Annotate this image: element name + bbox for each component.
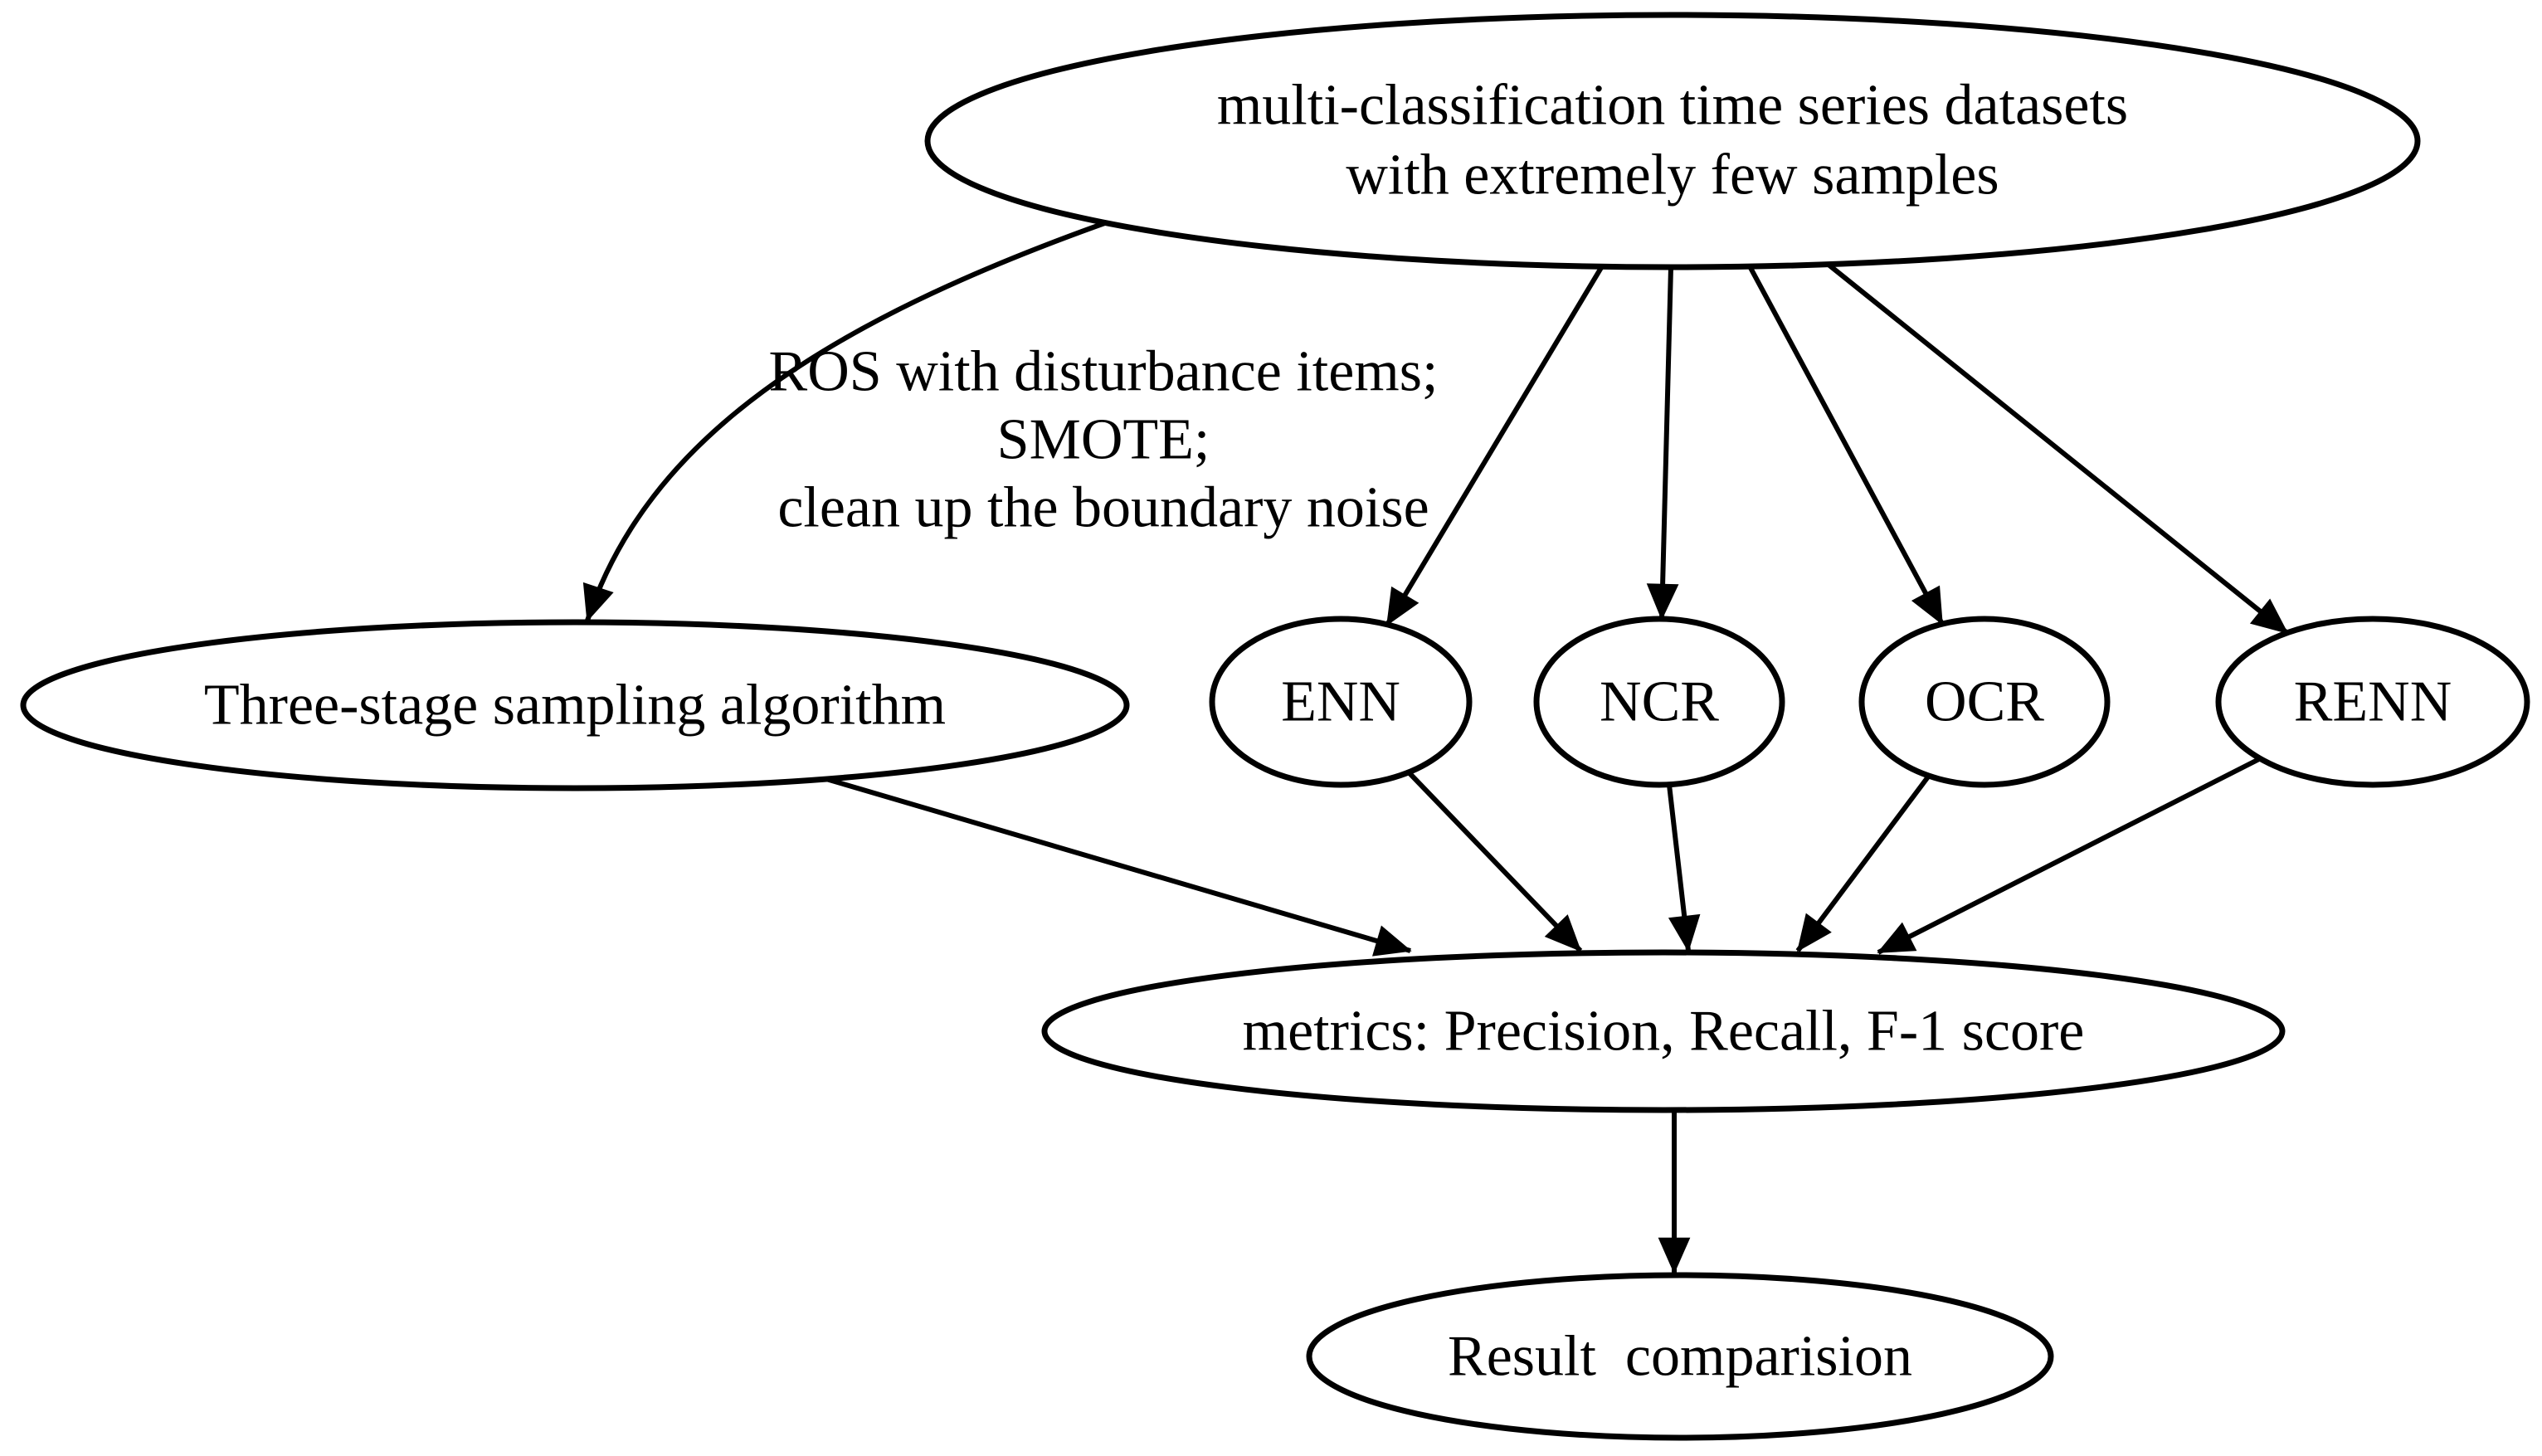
node-ncr: NCR <box>1533 616 1785 788</box>
node-three-stage-ellipse <box>20 619 1130 791</box>
node-metrics-ellipse <box>1041 949 2286 1113</box>
edge-dataset-to-enn <box>1385 265 1605 626</box>
node-enn: ENN <box>1209 616 1473 788</box>
node-ncr-label: NCR <box>1600 670 1719 734</box>
node-renn-ellipse <box>2215 616 2530 788</box>
nodes-layer: multi-classification time series dataset… <box>20 12 2530 1441</box>
node-result: Result comparision <box>1306 1272 2054 1441</box>
node-dataset-label-line2: with extremely few samples <box>1346 144 1999 207</box>
node-renn: RENN <box>2215 616 2530 788</box>
node-ncr-ellipse <box>1533 616 1785 788</box>
edge-label-line1: ROS with disturbance items; <box>769 340 1439 404</box>
edge-ncr-to-metrics <box>1667 784 1701 952</box>
edges-layer <box>582 218 2289 1274</box>
edge-label-line2: SMOTE; <box>997 408 1210 472</box>
node-three-stage-label: Three-stage sampling algorithm <box>204 674 946 738</box>
edge-dataset-to-renn <box>1827 262 2289 635</box>
node-ocr-label: OCR <box>1925 670 2044 734</box>
node-enn-label: ENN <box>1281 670 1400 734</box>
node-enn-ellipse <box>1209 616 1473 788</box>
edge-label-sampling-methods: ROS with disturbance items; SMOTE; clean… <box>769 340 1439 540</box>
edge-three-stage-to-metrics <box>825 777 1412 957</box>
node-ocr-ellipse <box>1858 616 2111 788</box>
edge-dataset-to-ncr <box>1646 266 1679 621</box>
node-three-stage: Three-stage sampling algorithm <box>20 619 1130 791</box>
node-ocr: OCR <box>1858 616 2111 788</box>
node-dataset: multi-classification time series dataset… <box>924 12 2421 270</box>
node-dataset-label-line1: multi-classification time series dataset… <box>1217 74 2128 138</box>
edge-dataset-to-three-stage <box>582 218 1113 622</box>
node-dataset-ellipse <box>924 12 2421 270</box>
node-result-ellipse <box>1306 1272 2054 1441</box>
node-result-label: Result comparision <box>1448 1325 1912 1389</box>
edge-renn-to-metrics <box>1877 756 2262 955</box>
node-metrics: metrics: Precision, Recall, F-1 score <box>1041 949 2286 1113</box>
edge-enn-to-metrics <box>1406 770 1583 953</box>
edge-label-line3: clean up the boundary noise <box>777 476 1429 540</box>
node-renn-label: RENN <box>2294 670 2452 734</box>
node-metrics-label: metrics: Precision, Recall, F-1 score <box>1243 1000 2085 1064</box>
edge-ocr-to-metrics <box>1795 774 1931 952</box>
edge-dataset-to-ocr <box>1747 265 1945 626</box>
